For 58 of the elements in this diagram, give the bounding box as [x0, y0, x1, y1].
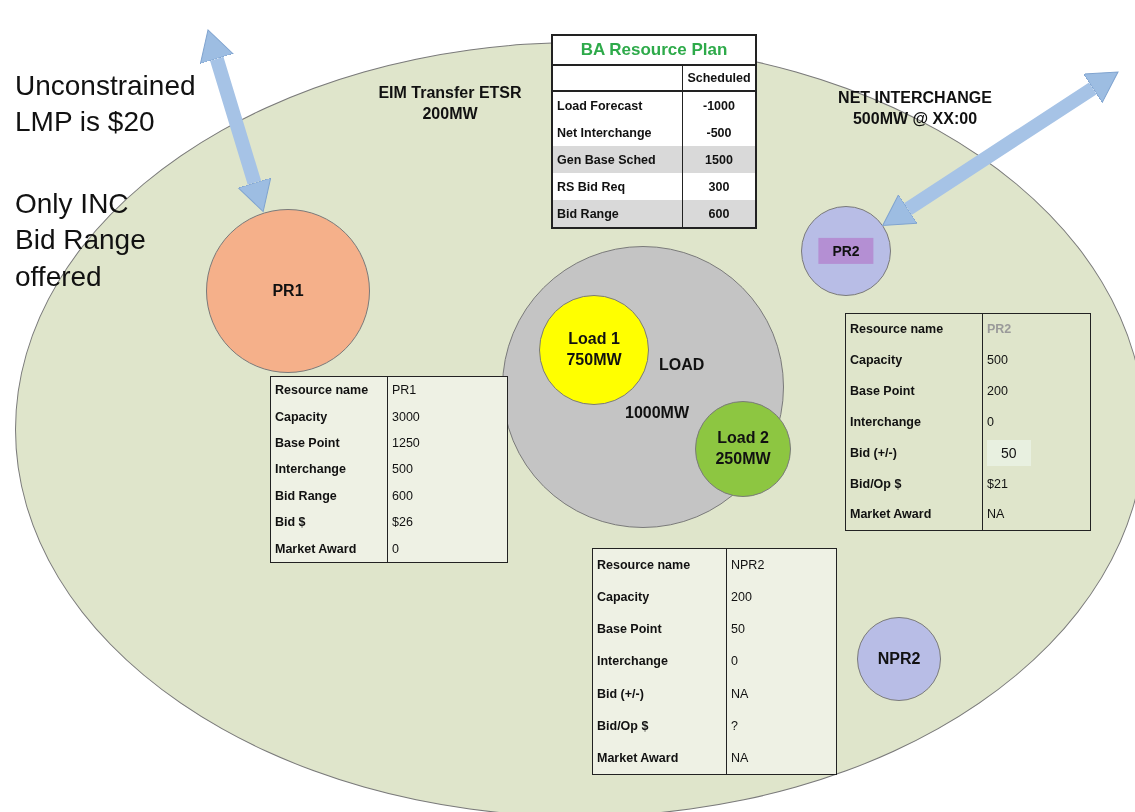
row-label: Bid/Op $ [593, 709, 727, 742]
value-text: PR1 [392, 383, 417, 398]
value-text: 600 [683, 200, 755, 227]
row-label: Resource name [271, 377, 388, 404]
node-label: PR2 [818, 237, 874, 265]
node-label: Load 1 750MW [565, 329, 623, 370]
value-text: NA [731, 686, 749, 701]
value-text: 500 [987, 353, 1008, 368]
row-label: Interchange [593, 645, 727, 678]
note-text: Only INC Bid Range offered [15, 187, 147, 294]
value-text: 0 [392, 541, 399, 556]
row-label: Gen Base Sched [553, 146, 683, 173]
row-label: Interchange [846, 406, 983, 438]
value-text: NA [731, 750, 749, 765]
row-label: Bid (+/-) [846, 437, 983, 469]
value-text: 600 [392, 488, 413, 503]
row-label: Resource name [593, 549, 727, 582]
value-text: NA [987, 507, 1005, 522]
value-text: $21 [987, 476, 1008, 491]
row-label: Bid Range [271, 482, 388, 510]
value-text: NPR2 [731, 558, 765, 573]
value-text: 500 [392, 462, 413, 477]
node-label: LOAD [659, 355, 705, 375]
row-label: Market Award [593, 741, 727, 774]
row-label: Capacity [271, 403, 388, 430]
node-label: Load 2 250MW [714, 428, 772, 469]
row-label: Interchange [271, 456, 388, 483]
row-label: Resource name [846, 314, 983, 345]
note-text: Unconstrained LMP is $20 [15, 69, 197, 140]
interchange-text: NET INTERCHANGE 500MW @ XX:00 [837, 88, 993, 129]
value-text: 200 [987, 384, 1008, 399]
value-text: ? [731, 718, 738, 733]
row-label: Base Point [846, 375, 983, 407]
row-label: Bid/Op $ [846, 468, 983, 500]
value-text: PR2 [987, 322, 1012, 337]
row-label: Market Award [846, 499, 983, 530]
row-label: Bid $ [271, 509, 388, 536]
node-label: NPR2 [877, 648, 921, 669]
value-text: 50 [987, 439, 1031, 466]
value-text: 0 [731, 654, 738, 669]
row-label: Base Point [271, 429, 388, 457]
double-arrow [199, 27, 272, 214]
row-label: Capacity [593, 581, 727, 614]
value-text: 0 [987, 414, 994, 429]
row-label: Market Award [271, 535, 388, 562]
row-label: Bid Range [553, 200, 683, 227]
node-label: 1000MW [625, 403, 690, 423]
value-text: $26 [392, 515, 413, 530]
value-text: 200 [731, 590, 752, 605]
value-text: 3000 [392, 409, 420, 424]
transfer-text: EIM Transfer ETSR 200MW [377, 83, 523, 124]
node-label: PR1 [272, 280, 304, 301]
row-label: Capacity [846, 344, 983, 376]
value-text: 1500 [683, 146, 755, 173]
row-label: Bid (+/-) [593, 677, 727, 710]
row-label: Base Point [593, 613, 727, 646]
value-text: 1250 [392, 436, 420, 451]
value-text: 50 [731, 622, 745, 637]
